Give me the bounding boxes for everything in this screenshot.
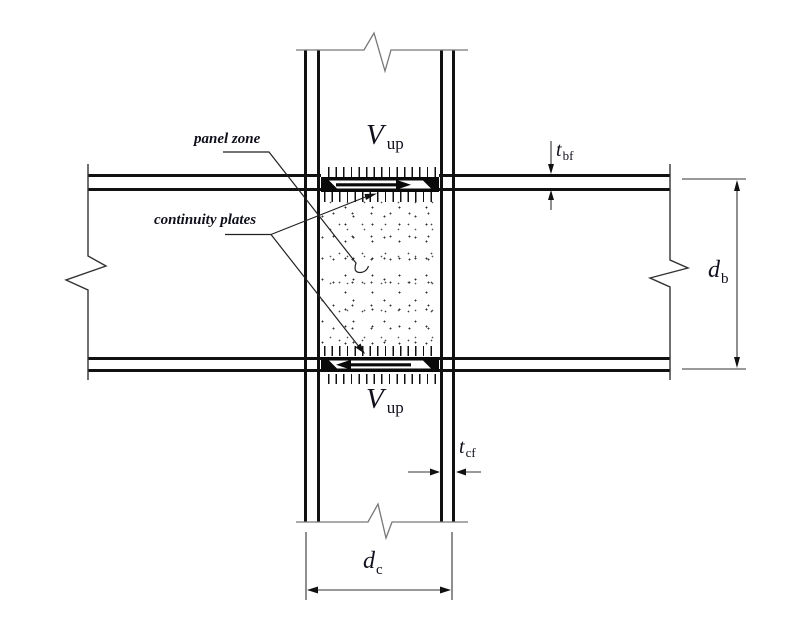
beam-flange-thickness-label: tbf bbox=[556, 139, 574, 163]
hatch-row-below-bottom-plate bbox=[328, 374, 437, 384]
left-beam-end-break bbox=[64, 164, 108, 380]
column-top-break bbox=[296, 31, 468, 74]
column bbox=[304, 50, 455, 522]
panel-zone-label: panel zone bbox=[194, 132, 260, 147]
panel-zone-region bbox=[321, 197, 439, 345]
continuity-plates-leader-upper bbox=[270, 195, 369, 236]
leader-arrowhead-upper bbox=[364, 193, 377, 200]
d-subscript: c bbox=[376, 562, 383, 578]
column-flange-thickness-label: tcf bbox=[459, 436, 476, 460]
t-subscript: cf bbox=[465, 445, 476, 460]
v-symbol: V bbox=[366, 383, 384, 415]
t-symbol: t bbox=[556, 139, 562, 161]
leader-arrowheads bbox=[355, 193, 377, 354]
hatch-row-below-top-plate bbox=[324, 192, 436, 202]
continuity-plates-label: continuity plates bbox=[154, 213, 256, 228]
dimension-arrowheads bbox=[307, 164, 740, 594]
beams bbox=[88, 174, 670, 372]
v-subscript: up bbox=[386, 398, 404, 417]
hatch-row-above-bottom-plate bbox=[324, 346, 436, 356]
v-symbol: V bbox=[366, 119, 384, 151]
panel-zone-leader bbox=[223, 151, 370, 274]
right-beam-end-break bbox=[647, 164, 691, 380]
d-symbol: d bbox=[363, 548, 375, 574]
continuity-plate-top bbox=[321, 177, 439, 192]
continuity-plate-bottom bbox=[321, 357, 439, 372]
v-subscript: up bbox=[386, 134, 404, 153]
d-subscript: b bbox=[721, 271, 729, 287]
t-subscript: bf bbox=[562, 148, 574, 163]
continuity-plates-leader-lower bbox=[270, 234, 361, 349]
shear-arrow-right-head bbox=[396, 179, 411, 190]
d-symbol: d bbox=[708, 257, 720, 283]
leader-lines bbox=[223, 151, 370, 349]
leader-arrowhead-lower bbox=[355, 343, 365, 354]
column-break-symbols bbox=[296, 31, 468, 541]
shear-arrow-left-head bbox=[336, 359, 351, 370]
t-symbol: t bbox=[459, 436, 465, 458]
hatch-row-above-top-plate bbox=[328, 167, 437, 177]
column-bottom-break bbox=[296, 502, 468, 541]
column-depth-label: dc bbox=[363, 548, 383, 578]
beam-depth-label: db bbox=[708, 257, 729, 287]
panel-zone-label-text: panel zone bbox=[194, 131, 261, 147]
beam-break-symbols bbox=[64, 164, 691, 380]
continuity-plates-label-text: continuity plates bbox=[154, 212, 257, 228]
